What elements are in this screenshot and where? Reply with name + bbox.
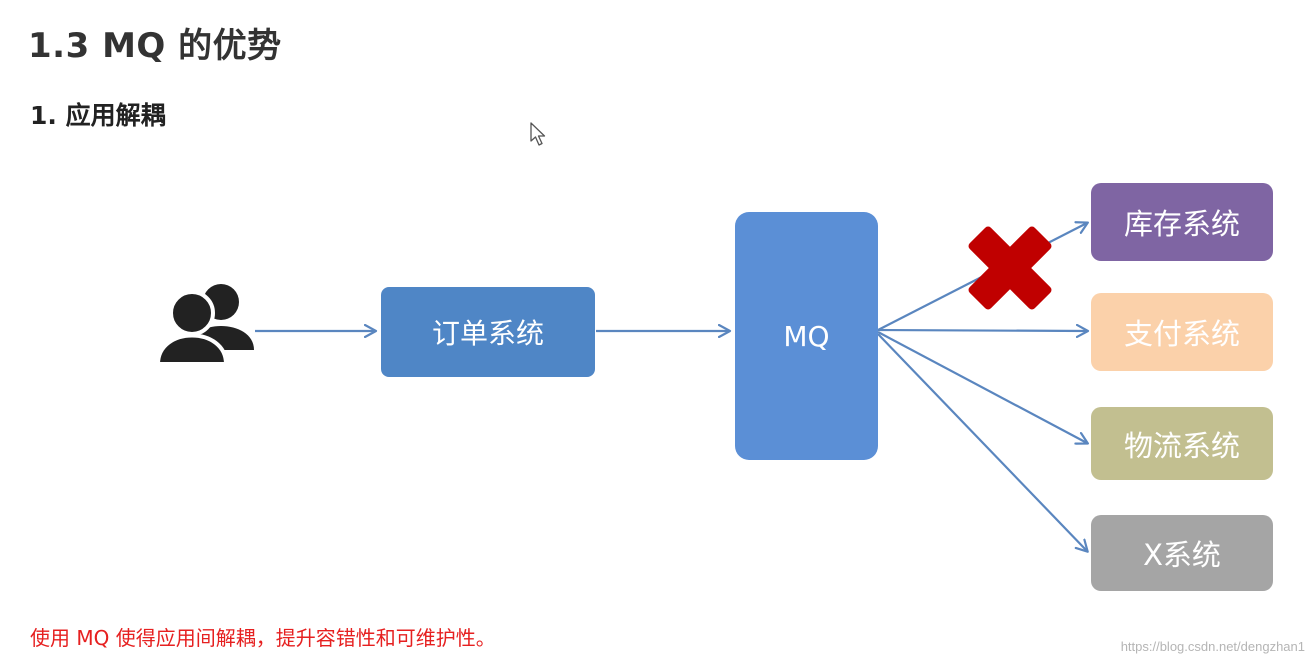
arrow-mq-to-x (877, 333, 1087, 551)
order-system-box: 订单系统 (381, 287, 595, 377)
failure-cross-icon (968, 226, 1052, 310)
section-subtitle: 1. 应用解耦 (30, 101, 166, 130)
payment-system-box: 支付系统 (1091, 293, 1273, 371)
watermark: https://blog.csdn.net/dengzhan1 (1120, 639, 1305, 654)
payment-system-label: 支付系统 (1123, 317, 1240, 351)
mouse-cursor-icon (530, 122, 546, 146)
logistics-system-label: 物流系统 (1123, 428, 1240, 463)
inventory-system-box: 库存系统 (1091, 183, 1273, 261)
footnote: 使用 MQ 使得应用间解耦，提升容错性和可维护性。 (30, 626, 496, 650)
x-system-label: X系统 (1143, 538, 1221, 572)
users-icon (155, 284, 254, 366)
logistics-system-box: 物流系统 (1091, 407, 1273, 480)
inventory-system-label: 库存系统 (1123, 207, 1240, 241)
mq-label: MQ (783, 319, 830, 353)
order-system-label: 订单系统 (431, 317, 544, 350)
x-system-box: X系统 (1091, 515, 1273, 591)
arrow-mq-to-logistics (877, 331, 1087, 443)
arrow-mq-to-payment (877, 330, 1087, 331)
mq-box: MQ (735, 212, 878, 460)
page-title: 1.3 MQ 的优势 (28, 26, 282, 66)
